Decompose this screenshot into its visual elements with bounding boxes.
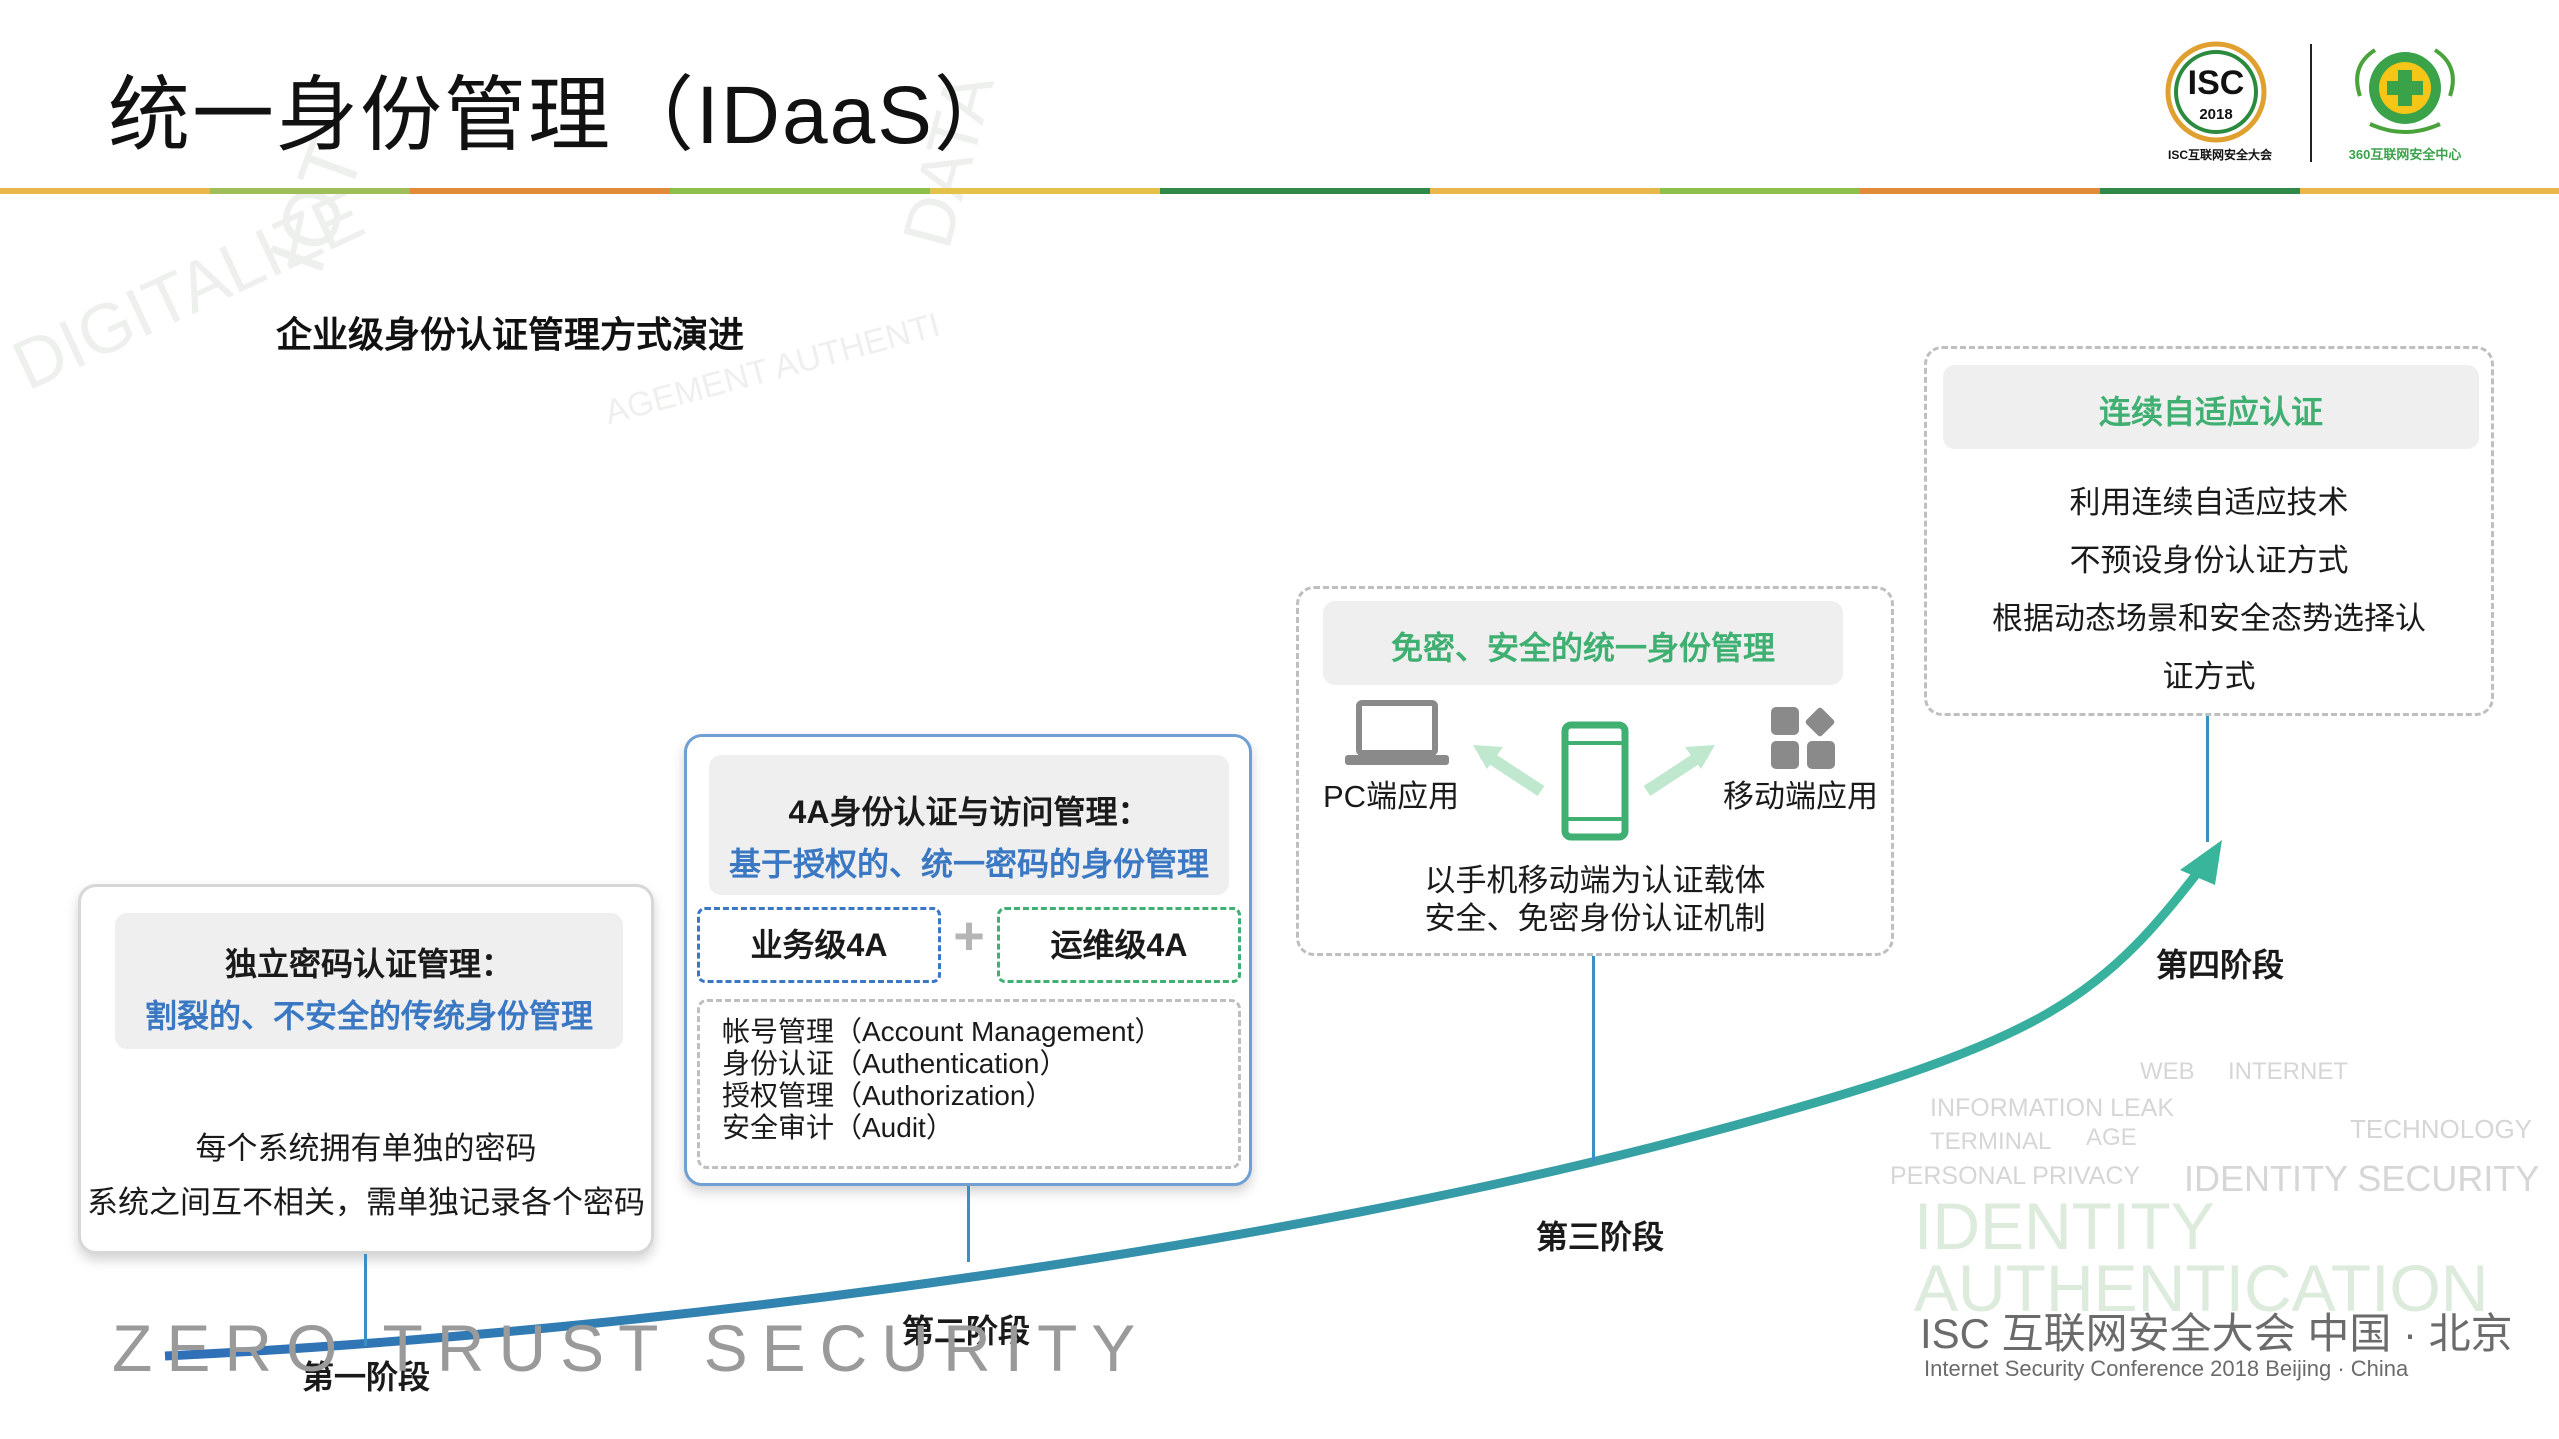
wc-age: AGE (2086, 1124, 2137, 1151)
zero-trust-watermark: ZERO TRUST SECURITY (112, 1311, 1150, 1385)
360-logo: 360互联网安全中心 (2330, 36, 2480, 166)
stage4-label: 第四阶段 (2156, 947, 2285, 983)
wc-technology: TECHNOLOGY (2350, 1114, 2533, 1144)
stage4-line-1: 利用连续自适应技术 (2069, 485, 2349, 520)
stage4-line-2: 不预设身份认证方式 (2069, 543, 2349, 578)
stage1-line-2: 系统之间互不相关，需单独记录各个密码 (87, 1185, 645, 1220)
stage1-label: 第一阶段 (302, 1359, 431, 1395)
laptop-icon (1345, 700, 1449, 765)
stage4-connector (2206, 716, 2209, 842)
isc-badge-year: 2018 (2199, 106, 2233, 123)
stage4-line-3: 根据动态场景和安全态势选择认 (1992, 601, 2426, 636)
wc-terminal: TERMINAL (1930, 1128, 2052, 1155)
360-shield-icon (2355, 48, 2455, 134)
isc-badge-icon (2165, 41, 2267, 143)
item-account-management: 帐号管理（Account Management） (722, 1016, 1163, 1047)
stage2-card: 4A身份认证与访问管理： 基于授权的、统一密码的身份管理 业务级4A + 运维级… (684, 734, 1252, 1186)
arrow-right-icon (1643, 745, 1715, 797)
header-color-bar (0, 188, 2559, 194)
stage4-line-4: 证方式 (2162, 659, 2256, 694)
stage1-header: 独立密码认证管理： 割裂的、不安全的传统身份管理 (115, 913, 623, 1049)
stage2-label: 第二阶段 (902, 1313, 1031, 1349)
stage1-subheading: 割裂的、不安全的传统身份管理 (144, 998, 593, 1034)
stage3-line-1: 以手机移动端为认证载体 (1424, 863, 1766, 898)
phone-icon (1561, 721, 1629, 841)
wc-info-leak: INFORMATION LEAK (1930, 1094, 2175, 1122)
page-title: 统一身份管理（IDaaS） (108, 70, 1018, 161)
stage1-heading: 独立密码认证管理： (224, 946, 513, 982)
wc-privacy: PERSONAL PRIVACY (1890, 1162, 2141, 1190)
stage1-card: 独立密码认证管理： 割裂的、不安全的传统身份管理 每个系统拥有单独的密码 系统之… (78, 884, 654, 1254)
stage1-line-1: 每个系统拥有单独的密码 (195, 1131, 537, 1166)
item-authentication: 身份认证（Authentication） (722, 1048, 1068, 1079)
isc-footer-en: Internet Security Conference 2018 Beijin… (1924, 1356, 2409, 1381)
wc-web: WEB (2140, 1058, 2195, 1085)
plus-icon: + (953, 906, 985, 966)
stage4-header: 连续自适应认证 (1943, 365, 2479, 449)
arrow-left-icon (1473, 745, 1545, 797)
stage2-heading: 4A身份认证与访问管理： (788, 794, 1150, 830)
app-grid-icon (1771, 707, 1835, 769)
stage3-connector (1592, 956, 1595, 1162)
stage2-connector (967, 1186, 970, 1262)
wc-internet: INTERNET (2228, 1058, 2348, 1085)
wc-authentication: AUTHENTICATION (1914, 1251, 2489, 1325)
item-authorization: 授权管理（Authorization） (722, 1080, 1054, 1111)
logo-divider (2310, 44, 2312, 162)
wc-identity: IDENTITY (1914, 1189, 2215, 1263)
pc-app-label: PC端应用 (1323, 779, 1460, 814)
stage2-items-box: 帐号管理（Account Management） 身份认证（Authentica… (697, 999, 1241, 1169)
item-audit: 安全审计（Audit） (722, 1112, 954, 1143)
isc-badge-text: ISC (2187, 64, 2245, 102)
stage4-card: 连续自适应认证 利用连续自适应技术 不预设身份认证方式 根据动态场景和安全态势选… (1924, 346, 2494, 716)
section-subtitle: 企业级身份认证管理方式演进 (276, 314, 745, 355)
stage4-heading: 连续自适应认证 (2098, 394, 2323, 430)
business-4a-tag: 业务级4A (697, 907, 941, 983)
mobile-app-label: 移动端应用 (1723, 779, 1878, 814)
wc-id-security: IDENTITY SECURITY (2184, 1158, 2540, 1199)
stage3-line-2: 安全、免密身份认证机制 (1424, 901, 1766, 936)
isc-caption: ISC互联网安全大会 (2167, 148, 2272, 162)
360-caption: 360互联网安全中心 (2348, 147, 2462, 162)
stage1-connector (364, 1254, 367, 1346)
isc-logo: ISC 2018 ISC互联网安全大会 (2160, 40, 2280, 162)
ops-4a-tag: 运维级4A (997, 907, 1241, 983)
stage3-heading: 免密、安全的统一身份管理 (1390, 630, 1775, 666)
stage2-subheading: 基于授权的、统一密码的身份管理 (728, 846, 1209, 882)
isc-footer-cn: ISC 互联网安全大会 中国 · 北京 (1920, 1310, 2513, 1357)
stage2-header: 4A身份认证与访问管理： 基于授权的、统一密码的身份管理 (709, 755, 1229, 895)
stage3-header: 免密、安全的统一身份管理 (1323, 601, 1843, 685)
stage3-label: 第三阶段 (1536, 1219, 1665, 1255)
stage3-card: 免密、安全的统一身份管理 PC端应用 移动端应用 以手机移动端为认证载体 安全、… (1296, 586, 1894, 956)
